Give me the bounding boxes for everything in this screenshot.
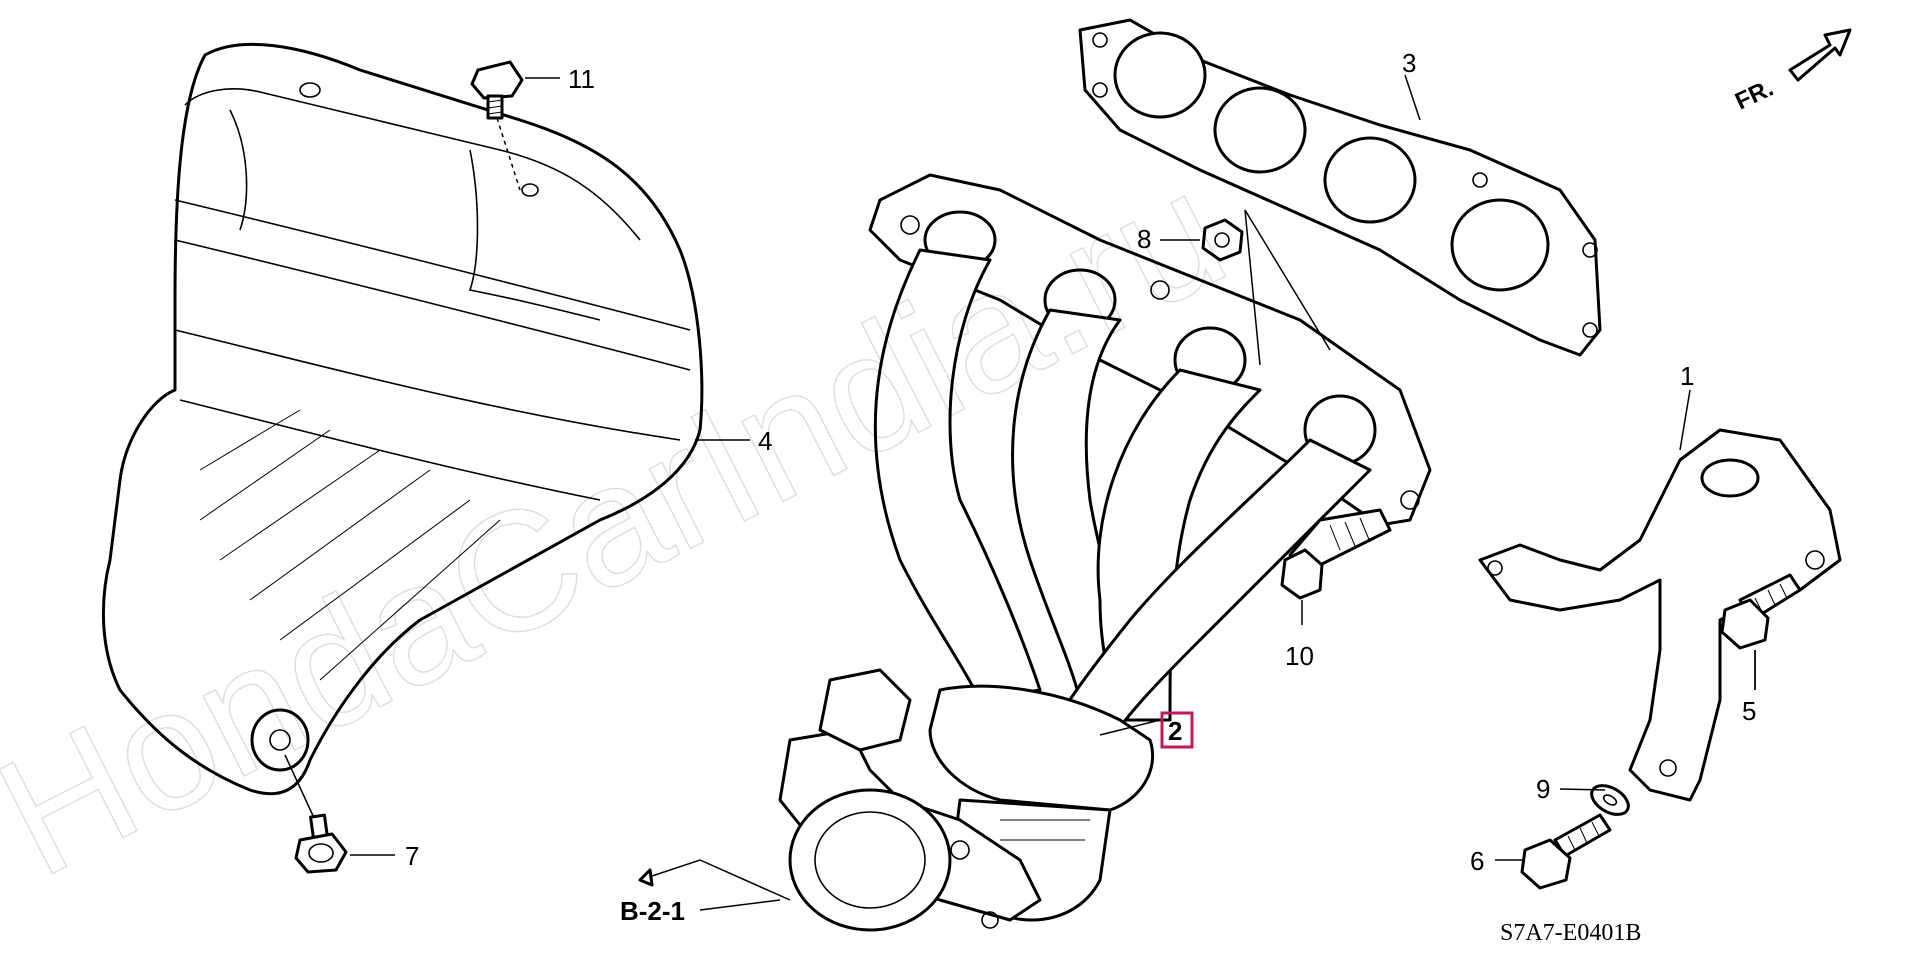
heat-shield-part-4[interactable] <box>101 42 704 796</box>
callout-2-box <box>1160 711 1194 749</box>
callout-2-highlighted[interactable]: 2 <box>1160 711 1194 749</box>
callout-8: 8 <box>1137 224 1151 254</box>
callout-10: 10 <box>1285 641 1314 671</box>
bracket-part-1[interactable] <box>1478 428 1842 802</box>
nut-part-8[interactable] <box>1201 218 1244 262</box>
callout-5: 5 <box>1742 696 1756 726</box>
callout-7: 7 <box>405 841 419 871</box>
bolt-part-11[interactable] <box>470 60 524 191</box>
diagram-code: S7A7-E0401B <box>1500 920 1641 946</box>
bolt-part-6[interactable] <box>1520 813 1612 890</box>
leader-lines <box>350 74 1756 911</box>
callout-2: 2 <box>1168 716 1182 746</box>
callout-9: 9 <box>1536 774 1550 804</box>
exhaust-manifold-part-2[interactable] <box>778 173 1432 932</box>
washer-part-9[interactable] <box>1587 780 1634 821</box>
reference-label[interactable]: B-2-1 <box>620 896 685 926</box>
gasket-part-3[interactable] <box>1078 18 1602 357</box>
stud-bolt-part-10[interactable] <box>1280 508 1392 625</box>
callout-1: 1 <box>1680 361 1694 391</box>
callout-4: 4 <box>758 426 772 456</box>
callout-11: 11 <box>568 64 595 94</box>
front-direction-indicator: FR. <box>1731 28 1852 116</box>
front-label: FR. <box>1731 75 1777 116</box>
bolt-part-5[interactable] <box>1720 573 1802 690</box>
callout-3: 3 <box>1402 48 1416 78</box>
bolt-part-7[interactable] <box>284 754 348 874</box>
callout-6: 6 <box>1470 846 1484 876</box>
